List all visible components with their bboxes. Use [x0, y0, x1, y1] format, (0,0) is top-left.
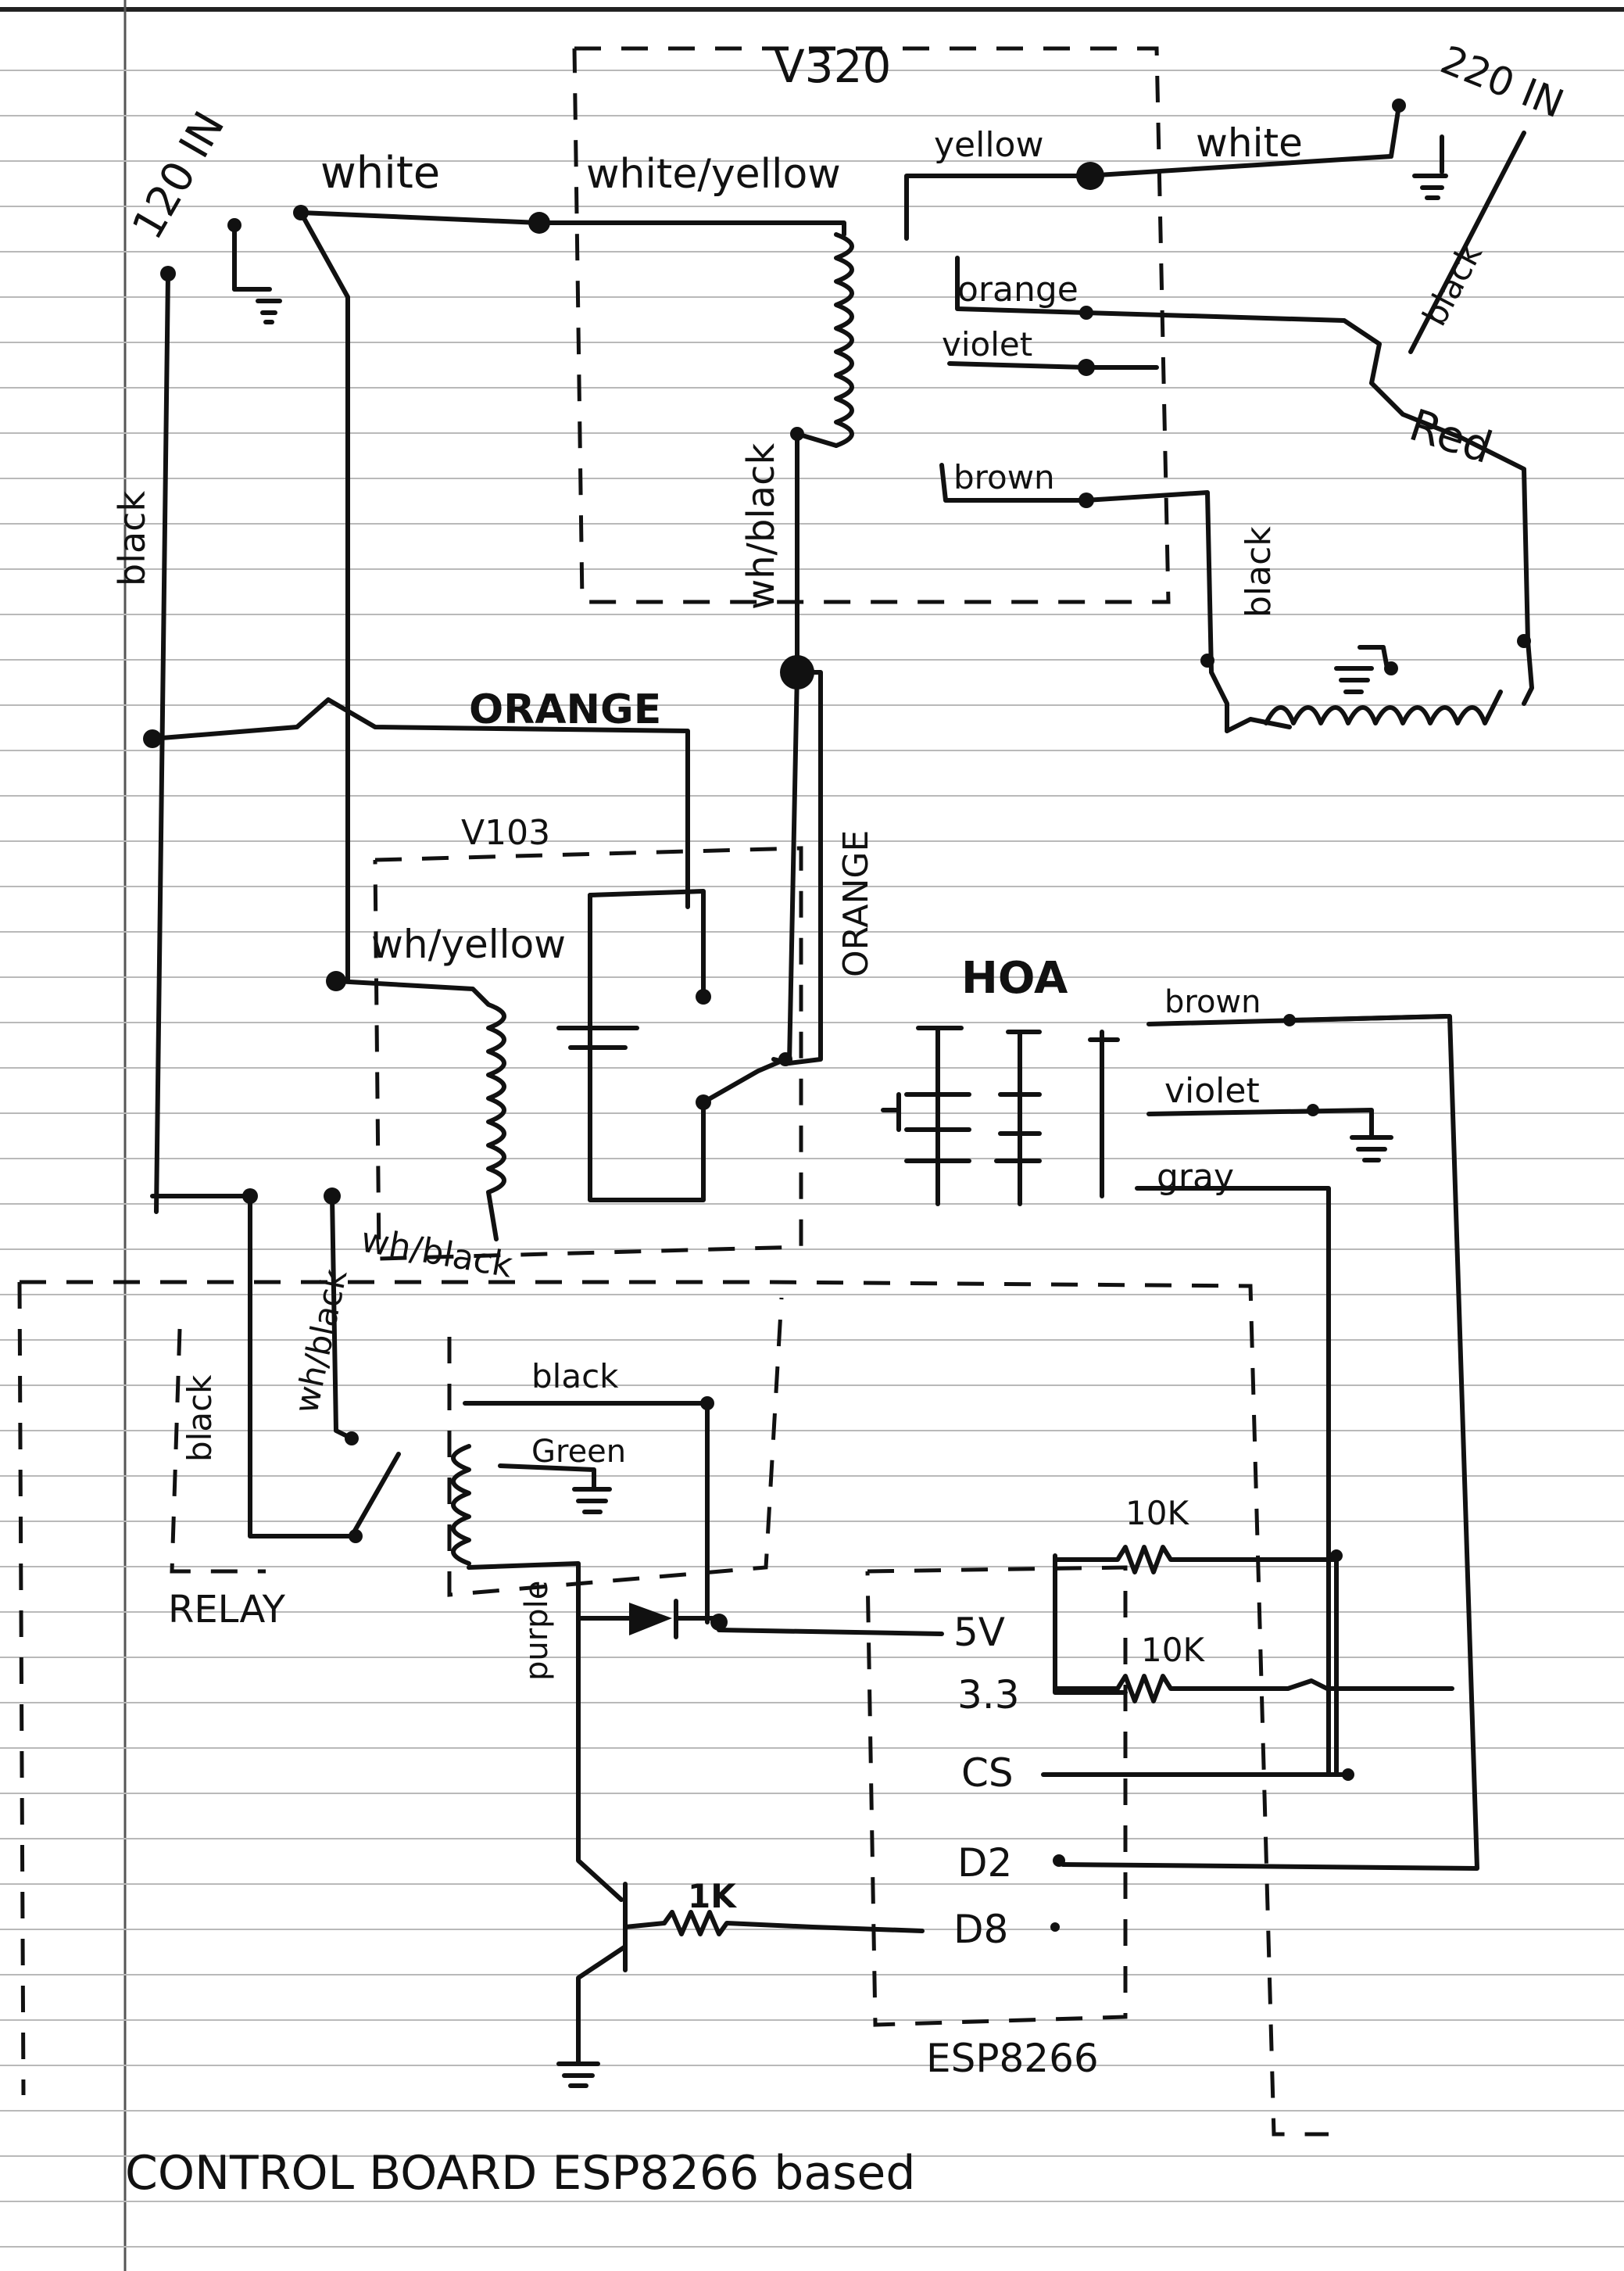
- pin-d8-label: D8: [953, 1907, 1008, 1952]
- violet-hoa-label: violet: [1164, 1071, 1260, 1111]
- v103-enclosure: [373, 846, 803, 1261]
- control-board-outline: [17, 1280, 1329, 2137]
- ruled-lines: [0, 70, 1624, 2248]
- v103-switch: [556, 889, 788, 1202]
- esp8266-outline: [865, 1565, 1128, 2027]
- r1k-label: 1K: [688, 1877, 737, 1915]
- ground-symbol-120: [232, 223, 282, 324]
- v320-enclosure: [572, 46, 1171, 604]
- black-relay-label: black: [181, 1374, 219, 1462]
- r10k-a-label: 10K: [1125, 1494, 1189, 1532]
- green-label: Green: [531, 1434, 626, 1470]
- pin-5v-label: 5V: [953, 1610, 1005, 1655]
- v103-label: V103: [461, 813, 550, 853]
- ground-symbol-motor: [1334, 645, 1390, 694]
- brown-top-label: brown: [953, 458, 1055, 496]
- white-yellow-label: white/yellow: [586, 151, 841, 198]
- orange-caps-label: ORANGE: [469, 686, 661, 733]
- purple-label: purple: [519, 1581, 555, 1681]
- brown-hoa-label: brown: [1164, 984, 1261, 1020]
- r10k-b-label: 10K: [1141, 1631, 1205, 1669]
- white-right-label: white: [1196, 120, 1303, 166]
- pin-33-label: 3.3: [957, 1672, 1020, 1718]
- wh-yellow-label: wh/yellow: [371, 922, 566, 967]
- transistor: [556, 1616, 925, 2088]
- pin-d2-label: D2: [957, 1840, 1012, 1886]
- black-coil-label: black: [531, 1357, 619, 1395]
- orange-vert-label: ORANGE: [836, 830, 876, 977]
- junction-dots: [143, 99, 1531, 1932]
- black-left-label: black: [111, 491, 153, 586]
- v320-coil: [834, 232, 854, 448]
- yellow-label: yellow: [934, 125, 1043, 165]
- orange-small-label: orange: [957, 270, 1078, 310]
- ground-symbol-220: [1412, 134, 1448, 200]
- violet-top-label: violet: [942, 325, 1032, 364]
- white-left-label: white: [320, 148, 440, 199]
- gray-label: gray: [1157, 1157, 1234, 1197]
- esp-label: ESP8266: [926, 2036, 1099, 2081]
- hoa-label: HOA: [961, 953, 1068, 1004]
- v103-coil: [334, 979, 506, 1241]
- relay-label: RELAY: [168, 1588, 286, 1632]
- hoa-switch: [881, 1014, 1448, 1206]
- black-motor-label: black: [1239, 526, 1279, 618]
- pin-cs-label: CS: [961, 1750, 1014, 1796]
- v320-label: V320: [774, 40, 891, 93]
- footer-title: CONTROL BOARD ESP8266 based: [125, 2146, 915, 2201]
- wh-black-top-label: wh/black: [739, 443, 783, 610]
